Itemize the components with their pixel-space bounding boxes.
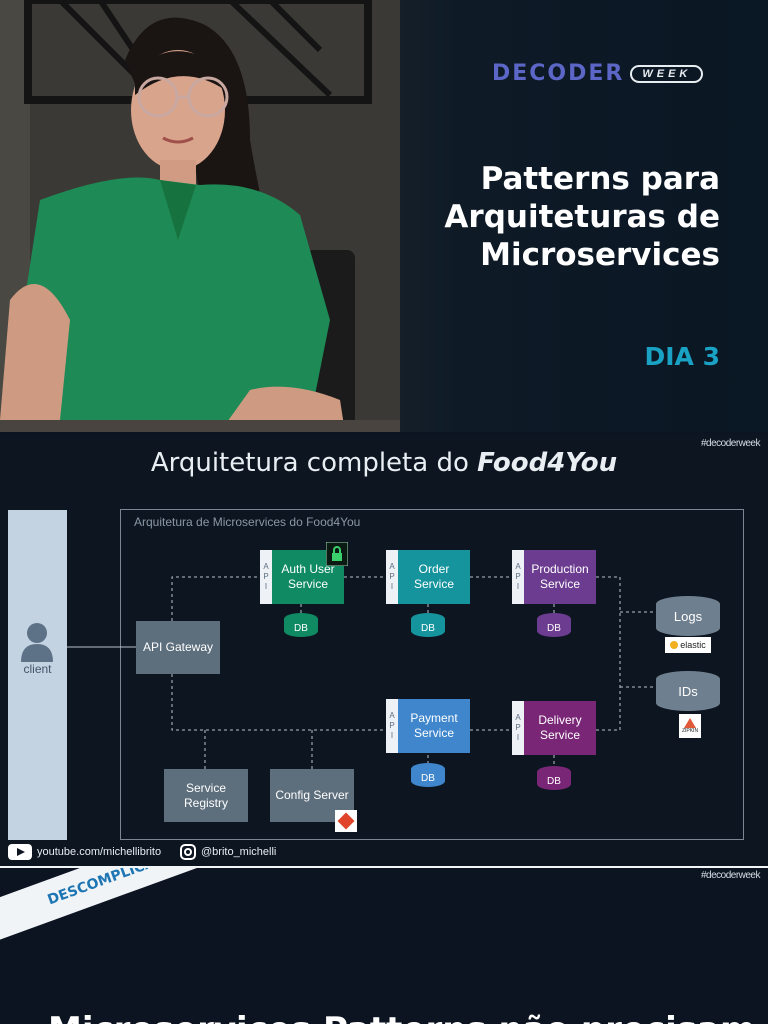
lock-icon [326,542,348,566]
slide-title: Arquitetura completa do Food4You [0,448,768,478]
instagram-link[interactable]: @brito_michelli [180,844,276,860]
service-label: Delivery Service [538,713,582,742]
hashtag: #decoderweek [700,870,761,881]
youtube-link[interactable]: youtube.com/michellibrito [8,844,161,860]
hero-title-line: Microservices [480,237,720,273]
service-label: Order Service [413,562,454,591]
slide-title-brand: Food4You [477,448,618,478]
architecture-frame [120,509,744,840]
service-registry: Service Registry [164,769,248,822]
architecture-slide: #decoderweek Arquitetura completa do Foo… [0,434,768,866]
brand-word: DECODER [492,61,625,86]
hashtag: #decoderweek [700,438,761,449]
cut-title: Microservices Patterns não precisam ser [48,1010,768,1024]
hero-title-line: Arquiteturas de [444,199,720,235]
frame-label: Arquitetura de Microservices do Food4You [134,515,361,529]
slide-title-prefix: Arquitetura completa do [150,448,478,478]
zipkin-logo: ZIPKIN [679,714,701,738]
hero-title-line: Patterns para [480,161,720,197]
payment-db: DB [411,763,445,787]
elastic-logo: elastic [665,637,711,653]
logs-store: Logs [656,596,720,636]
ribbon-label: DESCOMPLICANDO [45,868,191,909]
youtube-icon [8,844,32,860]
day-label: DIA 3 [644,342,720,371]
api-gateway: API Gateway [136,621,220,674]
service-label: Payment Service [410,711,458,740]
client-label: client [23,662,52,676]
connector-lines [67,576,656,769]
user-icon [21,623,53,662]
auth-db: DB [284,613,318,637]
divider [0,866,768,868]
service-label: Production Service [531,562,589,591]
production-db: DB [537,613,571,637]
hero-title: Patterns para Arquiteturas de Microservi… [444,160,720,274]
client-column: client [8,510,67,840]
service-label: Auth User Service [281,562,335,591]
git-icon [335,810,357,832]
delivery-db: DB [537,766,571,790]
ids-store: IDs [656,671,720,711]
descomplicando-ribbon: DESCOMPLICANDO [0,868,266,946]
presenter-photo [0,0,400,432]
decoder-week-logo: DECODER WEEK [492,61,704,86]
order-db: DB [411,613,445,637]
brand-tag: WEEK [630,64,704,83]
instagram-icon [180,844,196,860]
hero-banner: DECODER WEEK Patterns para Arquiteturas … [0,0,768,432]
next-slide-preview: #decoderweek DESCOMPLICANDO Microservice… [0,868,768,1024]
